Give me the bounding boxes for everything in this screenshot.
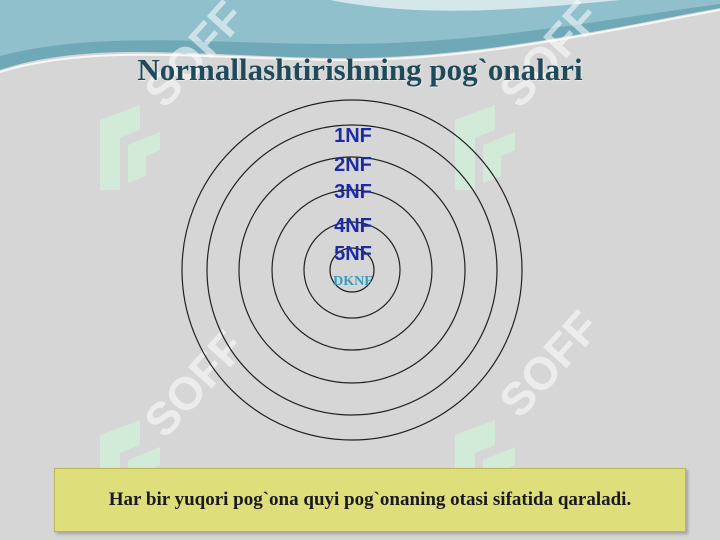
watermark-logo-icon bbox=[100, 105, 160, 190]
ring-5nf bbox=[303, 221, 401, 319]
level-label-5nf: 5NF bbox=[334, 243, 372, 265]
slide-title: Normallashtirishning pog`onalari bbox=[137, 52, 583, 87]
ring-dknf bbox=[329, 247, 375, 293]
level-label-2nf: 2NF bbox=[334, 154, 372, 176]
ring-3nf bbox=[238, 156, 466, 384]
caption-box: Har bir yuqori pog`ona quyi pog`onaning … bbox=[54, 468, 686, 532]
watermark-logo-icon bbox=[455, 105, 515, 190]
level-label-1nf: 1NF bbox=[334, 125, 372, 147]
level-label-3nf: 3NF bbox=[334, 181, 372, 203]
ring-2nf bbox=[206, 124, 498, 416]
ring-4nf bbox=[271, 189, 433, 351]
level-label-4nf: 4NF bbox=[334, 215, 372, 237]
caption-text: Har bir yuqori pog`ona quyi pog`onaning … bbox=[108, 489, 632, 510]
level-label-dknf: DKNF bbox=[333, 274, 373, 289]
ring-1nf bbox=[181, 99, 523, 441]
